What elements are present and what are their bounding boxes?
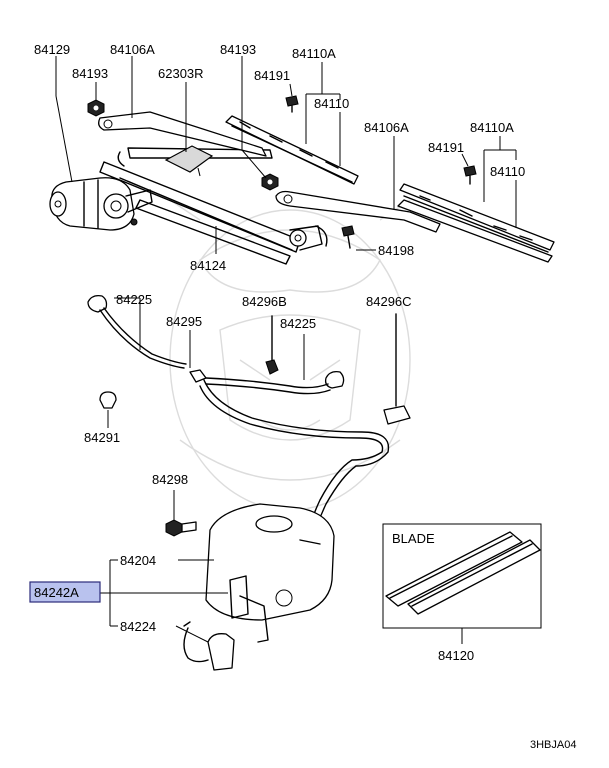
label-84193-right[interactable]: 84193 xyxy=(220,42,256,57)
label-84242a-highlight xyxy=(29,581,101,603)
part-labels: 84129 84106A 84193 62303R 84193 84110A 8… xyxy=(29,42,576,751)
label-84242a[interactable]: 84242A xyxy=(34,585,79,600)
bolt-84198 xyxy=(341,225,355,249)
washer-pump xyxy=(183,621,235,671)
grommet-84291 xyxy=(99,391,117,409)
label-84225-right[interactable]: 84225 xyxy=(280,316,316,331)
label-84110a-right[interactable]: 84110A xyxy=(470,120,514,135)
label-84106a-left[interactable]: 84106A xyxy=(110,42,155,57)
wiper-blade-right xyxy=(397,183,555,263)
label-62303r[interactable]: 62303R xyxy=(158,66,204,81)
clip-84191-upper xyxy=(285,95,299,113)
clip-84296c xyxy=(383,313,411,425)
washer-nozzle-right xyxy=(324,370,345,389)
washer-hose-left xyxy=(99,307,187,369)
label-84204[interactable]: 84204 xyxy=(120,553,156,568)
watermark-emblem xyxy=(169,199,411,511)
clip-84296b xyxy=(265,315,279,375)
bolt-84298 xyxy=(165,519,197,537)
wiper-arm-right xyxy=(275,190,441,233)
label-84193-left[interactable]: 84193 xyxy=(72,66,108,81)
label-84295[interactable]: 84295 xyxy=(166,314,202,329)
cap-62303r xyxy=(164,145,214,177)
label-84298[interactable]: 84298 xyxy=(152,472,188,487)
label-84124[interactable]: 84124 xyxy=(190,258,226,273)
label-84296c[interactable]: 84296C xyxy=(366,294,412,309)
label-84106a-right[interactable]: 84106A xyxy=(364,120,409,135)
label-84191-upper[interactable]: 84191 xyxy=(254,68,290,83)
label-84110a-upper[interactable]: 84110A xyxy=(292,46,336,61)
washer-nozzle-left xyxy=(87,294,108,313)
label-84191-right[interactable]: 84191 xyxy=(428,140,464,155)
blade-rubber-box xyxy=(382,523,542,629)
label-84129[interactable]: 84129 xyxy=(34,42,70,57)
label-84120[interactable]: 84120 xyxy=(438,648,474,663)
label-84198[interactable]: 84198 xyxy=(378,243,414,258)
washer-reservoir-tank xyxy=(205,503,335,643)
wiper-arm-left xyxy=(98,111,267,157)
nut-84193-left xyxy=(87,99,105,117)
diagram-code: 3HBJA04 xyxy=(530,739,576,751)
label-84225-left[interactable]: 84225 xyxy=(116,292,152,307)
label-84224[interactable]: 84224 xyxy=(120,619,156,634)
wiper-blade-upper xyxy=(225,115,359,185)
label-84110-right[interactable]: 84110 xyxy=(490,164,525,179)
label-84291[interactable]: 84291 xyxy=(84,430,120,445)
label-84110-upper[interactable]: 84110 xyxy=(314,96,349,111)
label-84296b[interactable]: 84296B xyxy=(242,294,287,309)
wiper-motor xyxy=(49,177,153,231)
clip-84191-right xyxy=(463,165,477,185)
label-blade: BLADE xyxy=(392,531,435,546)
leader-lines xyxy=(55,56,517,644)
